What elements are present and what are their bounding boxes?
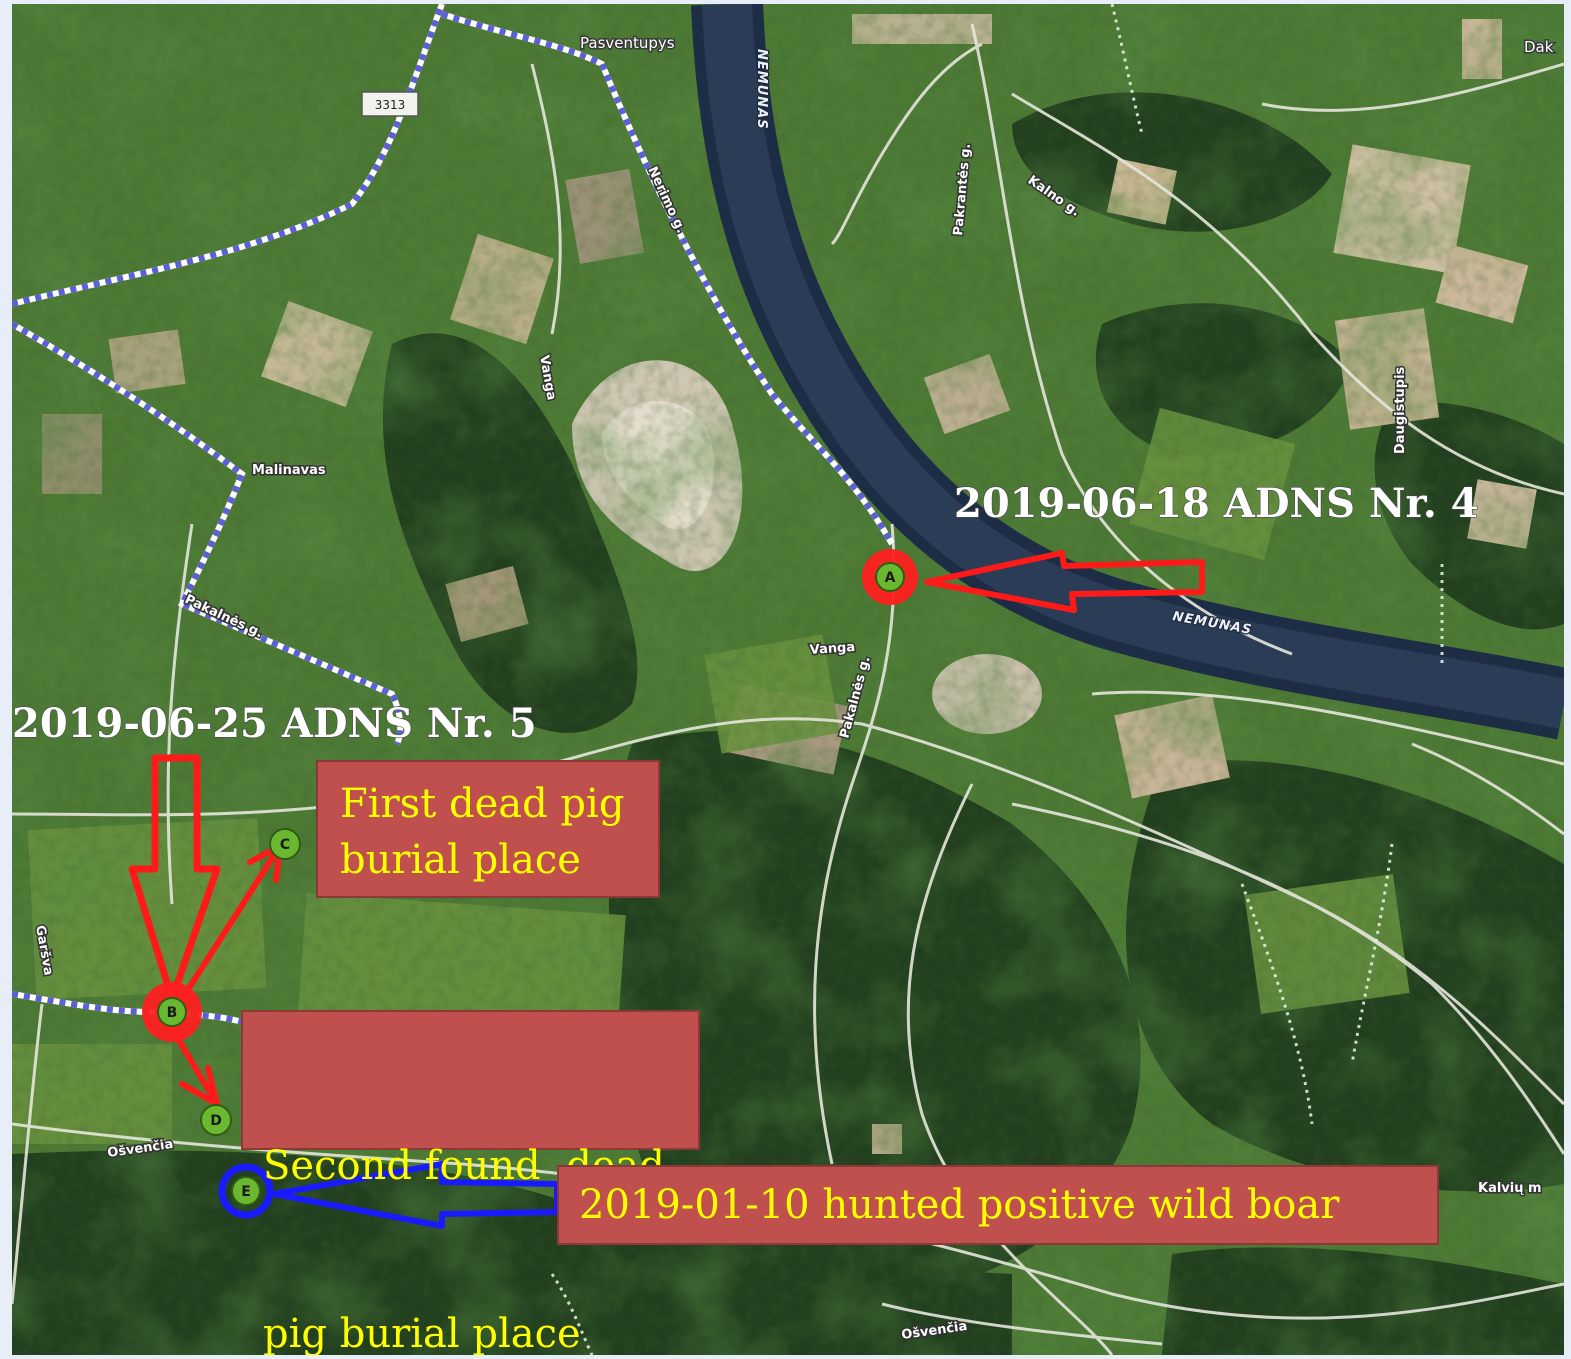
event-label-adns-5: 2019-06-25 ADNS Nr. 5 <box>12 700 537 747</box>
event-label-adns-4: 2019-06-18 ADNS Nr. 4 <box>954 480 1479 527</box>
callout-wild-boar: 2019-01-10 hunted positive wild boar <box>557 1165 1439 1245</box>
marker-letter: E <box>241 1184 251 1200</box>
callout-line: pig burial place <box>263 1311 581 1355</box>
marker-b[interactable]: B <box>142 982 202 1042</box>
arrow-b-to-d <box>169 1026 220 1107</box>
callout-line: 2019-01-10 hunted positive wild boar <box>579 1182 1340 1228</box>
marker-letter: A <box>885 570 896 586</box>
callout-first-burial: First dead pig burial place <box>316 760 660 898</box>
red-arrows <box>128 550 1205 1107</box>
marker-a[interactable]: A <box>862 549 918 605</box>
satellite-map[interactable]: Pasventupys Dak Malinavas Kalvių m Ošven… <box>12 4 1564 1355</box>
arrow-to-marker-a <box>924 550 1205 613</box>
arrow-down-to-marker-b <box>128 754 221 1003</box>
river-label-nemunas-north: NEMUNAS <box>754 49 769 130</box>
marker-letter: C <box>280 837 290 853</box>
arrow-to-marker-e <box>271 1161 560 1229</box>
marker-letter: D <box>210 1113 222 1129</box>
place-label-dak: Dak <box>1524 38 1554 56</box>
place-label-kalviu: Kalvių m <box>1478 1181 1542 1196</box>
road-number: 3313 <box>375 98 406 112</box>
marker-c[interactable]: C <box>269 828 301 860</box>
place-label-pasventupys: Pasventupys <box>580 34 675 52</box>
marker-e[interactable]: E <box>218 1163 274 1219</box>
callout-line: First dead pig <box>340 781 625 827</box>
road-shield-3313: 3313 <box>361 91 419 117</box>
arrow-b-to-c <box>179 843 283 1002</box>
marker-d[interactable]: D <box>200 1104 232 1136</box>
callout-second-burial: Second found dead pig burial place <box>241 1010 700 1355</box>
admin-boundary <box>12 4 895 1025</box>
place-label-vanga-village: Vanga <box>809 640 855 658</box>
place-label-malinavas: Malinavas <box>252 463 326 478</box>
callout-line: burial place <box>340 837 581 883</box>
street-label-daugistupis: Daugistupis <box>1393 366 1408 454</box>
marker-letter: B <box>167 1005 178 1021</box>
